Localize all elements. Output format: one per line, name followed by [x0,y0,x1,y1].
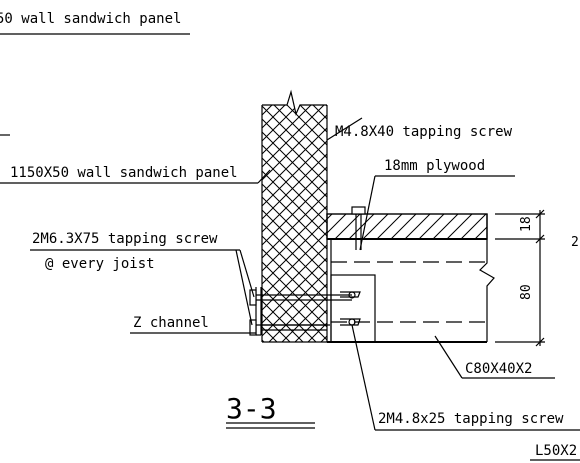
section-title: 3-3 [226,392,277,425]
label-screw25: 2M4.8x25 tapping screw [378,411,564,427]
leader-screw25 [351,324,376,431]
dim-80: 80 [519,284,534,300]
label-m48x40: M4.8X40 tapping screw [335,124,513,140]
leader-screw75-a [239,249,255,298]
label-screw75: 2M6.3X75 tapping screw [32,231,218,247]
wall-sandwich-panel [261,89,328,343]
plywood-board [326,213,488,240]
label-every-joist: @ every joist [45,256,155,272]
leader-wall-panel [257,169,271,184]
top-partial-label: 50 wall sandwich panel [0,11,181,27]
leader-c80 [434,335,463,379]
leader-m48x40 [326,117,363,141]
dim-partial: 2 [571,235,579,250]
label-wall-panel: 1150X50 wall sandwich panel [10,165,238,181]
leader-plywood [359,175,376,251]
dimension-lines [495,209,545,347]
label-c80: C80X40X2 [465,361,532,377]
dim-18: 18 [519,216,534,232]
label-l50: L50X2 [535,443,577,459]
leader-screw75-b [235,249,253,326]
label-plywood: 18mm plywood [384,158,485,174]
panel-screws [249,289,352,336]
label-z-channel: Z channel [133,315,209,331]
